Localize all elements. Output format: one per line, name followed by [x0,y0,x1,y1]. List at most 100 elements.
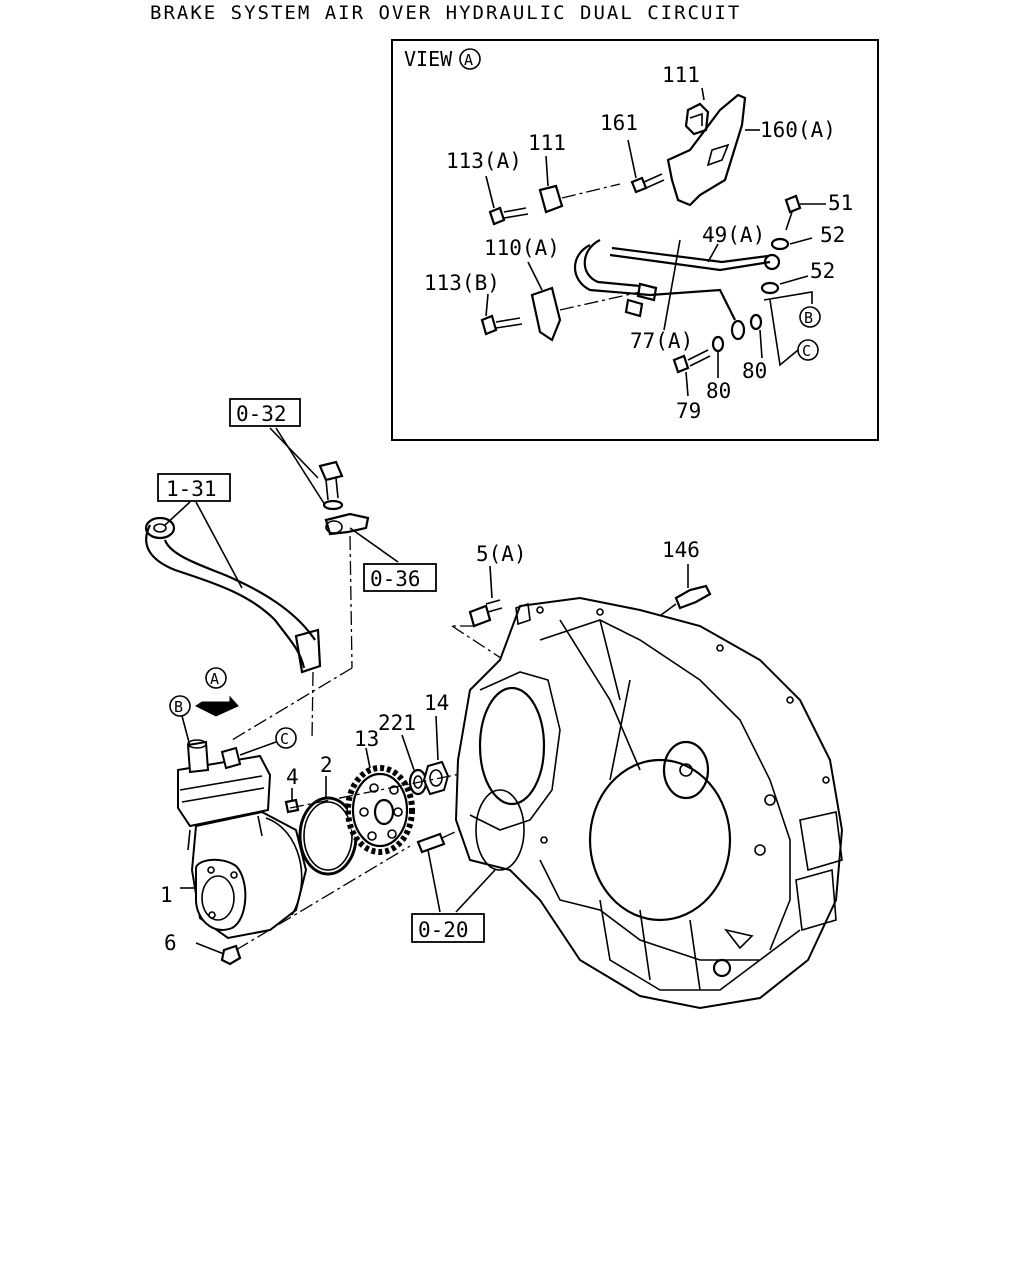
dashline-banjo [349,535,353,669]
circle-c-letter: C [280,730,289,748]
compressor-inlet-port [186,740,210,774]
label-13: 13 [354,727,379,751]
view-a-inset: VIEW A [391,39,879,441]
leader-0-32-a [269,427,319,479]
circle-b-letter: B [174,698,183,716]
bracket-110a [530,286,562,342]
air-compressor [177,739,308,940]
leader-111-mid [545,155,549,187]
leader-49a [707,243,719,263]
bolt-5a-head [468,604,492,628]
hose-1-31-outer [163,539,316,641]
bolt-161-head [630,176,648,194]
view-a-ref-letter: A [464,51,473,69]
label-2: 2 [320,753,333,777]
bolt-161-shank [643,173,665,189]
fitting-146 [674,584,712,610]
ref-0-32: 0-32 [229,398,301,427]
leader-77a [663,239,681,331]
housing-upper-boss [662,740,710,800]
dashline-hose [311,671,314,741]
compressor-housing-arc [265,817,303,916]
housing-drain [712,958,732,978]
washer-80-left [711,335,725,353]
label-5a: 5(A) [476,542,527,566]
leader-c [239,741,277,756]
gear-13-bore [373,798,395,826]
circle-a [205,667,227,689]
label-52-bot: 52 [810,259,835,283]
ref-0-20-label: 0-20 [418,918,469,942]
label-160a: 160(A) [760,118,836,142]
pipe-49a [574,244,771,297]
leader-6 [195,942,225,955]
leader-161 [627,139,637,179]
label-1: 1 [160,883,173,907]
gear-13 [345,765,415,855]
washer-80-right [749,313,763,331]
label-110a: 110(A) [484,236,560,260]
gear-13-rim [351,772,409,848]
housing-crank-bore [588,758,732,922]
ref-box [411,913,485,943]
label-111-top: 111 [662,63,700,87]
label-80-right: 80 [742,359,767,383]
leader-1-31-b [195,501,243,589]
label-79: 79 [676,399,701,423]
housing-lower-bore [475,789,525,871]
cover-bolt [207,866,215,874]
leader-52-bot [779,275,809,285]
compressor-cylinder-lines [187,815,263,851]
bolt-79-head [672,354,690,374]
housing-compressor-flange [469,671,561,831]
nut-6 [220,944,242,966]
washer-52-top [770,237,790,251]
flywheel-housing [454,596,844,1010]
dashline-banjo-2 [231,667,353,741]
leader-1-31-a [164,501,191,526]
label-49a: 49(A) [702,223,765,247]
gear-hole [359,807,369,817]
compressor-head [177,754,272,828]
housing-boss-hole [679,763,693,777]
housing-bolt-hole [764,794,776,806]
gear-hole [389,785,399,795]
housing-flange-bore [478,686,546,806]
view-a-frame [391,39,879,441]
housing-tab [723,928,754,950]
compressor-outlet-port [220,746,242,770]
banjo-eye [325,520,343,534]
leader-0-32-b [275,427,326,506]
label-6: 6 [164,931,177,955]
key-4 [284,798,300,814]
dashline-113a [561,183,621,199]
leader-b [181,715,191,747]
circle-a-letter: A [210,670,219,688]
dashline-nut [235,845,411,951]
label-221: 221 [378,711,416,735]
circle-b [169,695,191,717]
ref-box [157,473,231,502]
pipe-49a-branch [649,288,736,321]
washer-52-bot [760,281,780,295]
bolt-113b-shank [495,317,523,329]
housing-ribs [559,619,641,781]
view-a-arrow [195,695,239,717]
bolt-113b-head [480,314,498,336]
leader-79 [685,371,689,397]
gear-hole [393,807,403,817]
compressor-fins [179,775,265,803]
label-161: 161 [600,111,638,135]
clamp-bolt [636,282,658,302]
leader-80-right [759,329,763,359]
bolt-79-shank [687,349,711,367]
clip-detail [689,112,703,126]
leader-14 [435,715,439,761]
ref-1-31-label: 1-31 [166,477,217,501]
banjo-bolt-head [318,460,344,482]
ref-c-leader [769,299,799,367]
banjo-fitting [763,253,781,271]
leader-113b [485,293,489,317]
